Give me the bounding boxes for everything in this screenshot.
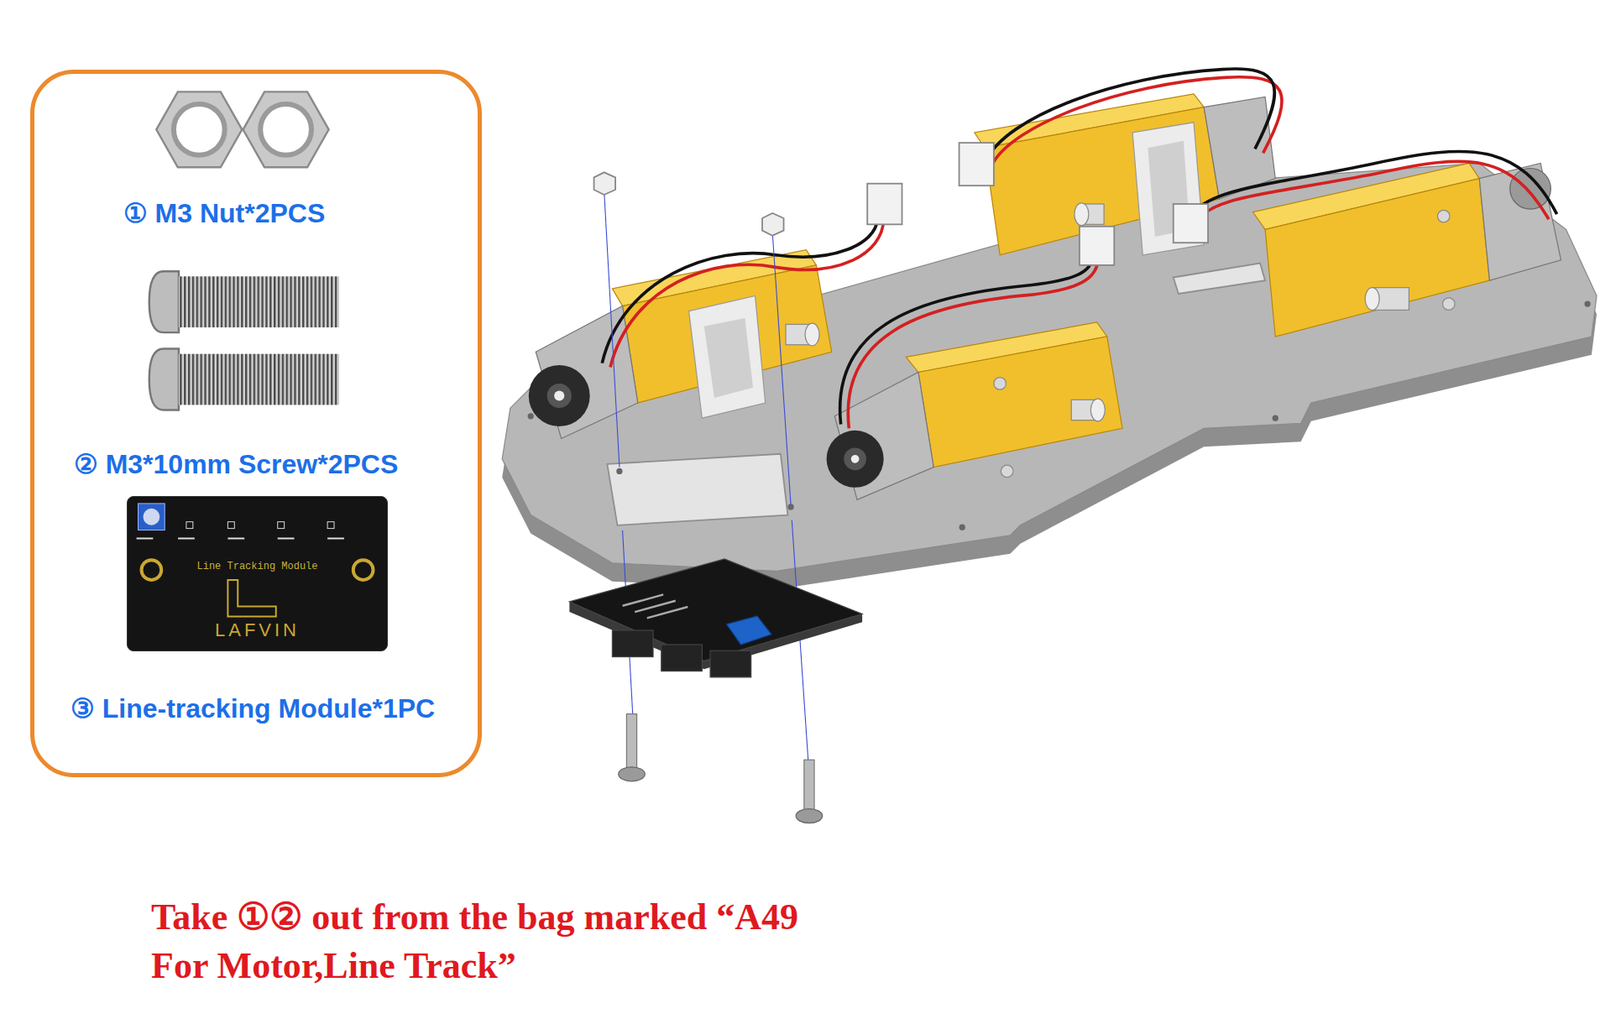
pcb-silkscreen: [138, 503, 166, 531]
pcb-silkscreen: [327, 522, 335, 529]
m3-screw: [149, 271, 179, 333]
gear-motor: [528, 250, 832, 440]
gear-motor: [1253, 162, 1562, 337]
line-tracking-module: [569, 559, 863, 678]
pcb-silkscreen: [353, 559, 374, 581]
m3-screw: [178, 276, 340, 328]
m3-nut: [173, 104, 225, 156]
motor-wire: [847, 260, 1099, 429]
wire-connector: [1173, 203, 1208, 243]
m3-screw: [804, 759, 815, 813]
m3-screw: [178, 354, 340, 406]
gear-motor: [554, 390, 565, 401]
part-name: ③ Line-tracking Module*1PC: [31, 692, 475, 725]
m3-screw: [149, 349, 179, 411]
motor-wire: [601, 68, 1557, 429]
m3-nut: [594, 172, 785, 236]
pcb-label: Line Tracking Module: [127, 560, 387, 573]
part-name: ② M3*10mm Screw*2PCS: [14, 448, 458, 481]
gear-motor: [805, 323, 820, 346]
m3-screw: [149, 271, 340, 410]
m3-nut: [594, 172, 617, 195]
pcb-silkscreen: [227, 522, 235, 529]
chassis-plate: [606, 454, 788, 526]
chassis-plate: [616, 468, 623, 475]
gear-motor: [1510, 167, 1552, 210]
motor-wire: [610, 219, 884, 367]
gear-motor: [974, 94, 1276, 256]
m3-nut: [156, 91, 242, 168]
gear-motor: [1437, 209, 1450, 223]
gear-motor: [1265, 178, 1490, 337]
line-tracking-module: [710, 650, 752, 678]
pcb-silkscreen: [277, 522, 285, 529]
m3-screw: [618, 714, 823, 824]
gear-motor: [993, 377, 1007, 391]
chassis-plate: [959, 524, 966, 531]
m3-screw: [626, 714, 637, 772]
m3-nut: [243, 91, 330, 168]
gear-motor: [704, 318, 753, 398]
chassis-plate: [1584, 300, 1590, 307]
gear-motor: [1074, 203, 1089, 226]
motor-wire: [991, 77, 1282, 166]
gear-motor: [826, 430, 884, 488]
motor-wire: [840, 260, 1093, 425]
m3-screw: [618, 767, 646, 782]
wire-connector: [867, 183, 902, 225]
part-name: ① M3 Nut*2PCS: [2, 197, 446, 230]
gear-motor: [528, 365, 591, 427]
line-tracking-module: [622, 594, 689, 618]
gear-motor: [1000, 465, 1014, 478]
wire-connector: [867, 142, 1208, 266]
parts-panel: ① M3 Nut*2PCS② M3*10mm Screw*2PCS③ Line-…: [30, 69, 482, 778]
pcb-silkscreen: [227, 580, 276, 617]
motor-wire: [1195, 161, 1548, 225]
wire-connector: [1079, 226, 1114, 266]
gear-motor: [1443, 298, 1456, 311]
line-tracking-module: [726, 616, 772, 645]
assembly-line: [604, 191, 809, 760]
pcb-silkscreen: [136, 503, 374, 617]
chassis-plate: [1173, 263, 1266, 294]
line-tracking-module: Line Tracking ModuleLAFVIN: [126, 496, 388, 652]
assembly-line: [604, 191, 620, 467]
brand-logo: LAFVIN: [127, 619, 387, 642]
gear-motor: [547, 383, 572, 408]
instruction-caption: Take ①② out from the bag marked “A49 For…: [151, 893, 848, 991]
motor-wire: [601, 219, 878, 363]
gear-motor: [851, 454, 860, 464]
motor-wire: [985, 68, 1275, 162]
pcb-silkscreen: [141, 559, 163, 581]
chassis-plate: [1272, 415, 1279, 422]
line-tracking-module: [661, 644, 703, 672]
gear-motor: [689, 295, 766, 419]
wire-connector: [959, 142, 994, 186]
pcb-silkscreen: [186, 522, 194, 529]
m3-screw: [795, 809, 823, 824]
gear-motor: [1090, 398, 1105, 422]
gear-motor: [1364, 287, 1380, 311]
chassis-plate: [528, 413, 534, 419]
gear-motor: [918, 336, 1123, 468]
m3-nut: [762, 213, 785, 236]
line-tracking-module: [611, 630, 654, 658]
m3-nut: [260, 104, 312, 156]
pcb-silkscreen: [136, 537, 345, 539]
pcb-silkscreen: [142, 508, 160, 526]
m3-nut: [156, 91, 329, 168]
assembly-line: [772, 232, 791, 505]
gear-motor: [843, 447, 867, 471]
motor-wire: [1187, 151, 1558, 222]
line-tracking-module: [569, 559, 863, 662]
